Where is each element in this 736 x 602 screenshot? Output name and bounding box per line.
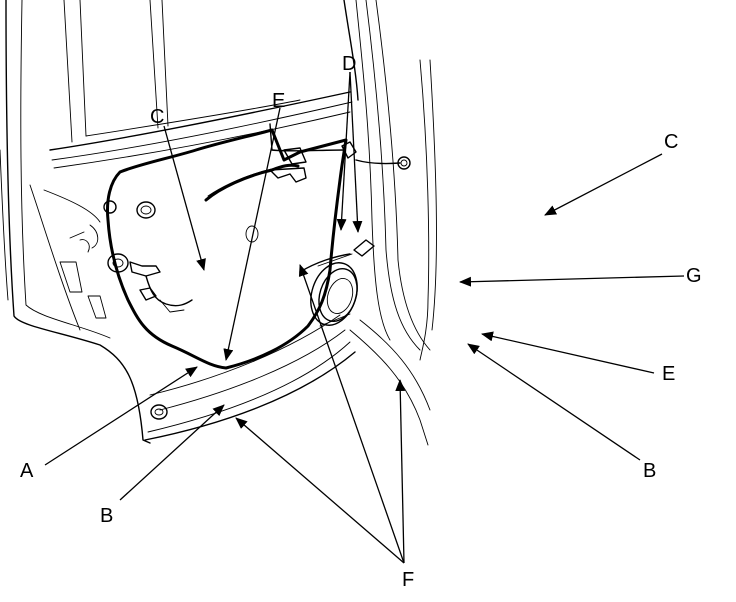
callout-b-right: B [643, 460, 656, 482]
callout-e-right: E [662, 363, 675, 385]
speaker [310, 253, 358, 327]
callout-b-left: B [100, 505, 113, 527]
callout-f: F [402, 569, 414, 591]
fastener-holes [79, 156, 411, 420]
callout-d: D [342, 53, 356, 75]
speaker-connector [299, 141, 401, 273]
water-shield-outline [106, 128, 348, 370]
callout-e-top: E [272, 90, 285, 112]
callout-g: G [686, 265, 702, 287]
callout-c-top: C [150, 106, 164, 128]
door-body [0, 0, 437, 446]
wire-harness-clips [129, 261, 193, 313]
callout-c-right: C [664, 131, 678, 153]
callout-labels: A B B C C D E E F G [20, 53, 702, 591]
leader-lines [44, 71, 685, 564]
callout-a: A [20, 460, 34, 482]
